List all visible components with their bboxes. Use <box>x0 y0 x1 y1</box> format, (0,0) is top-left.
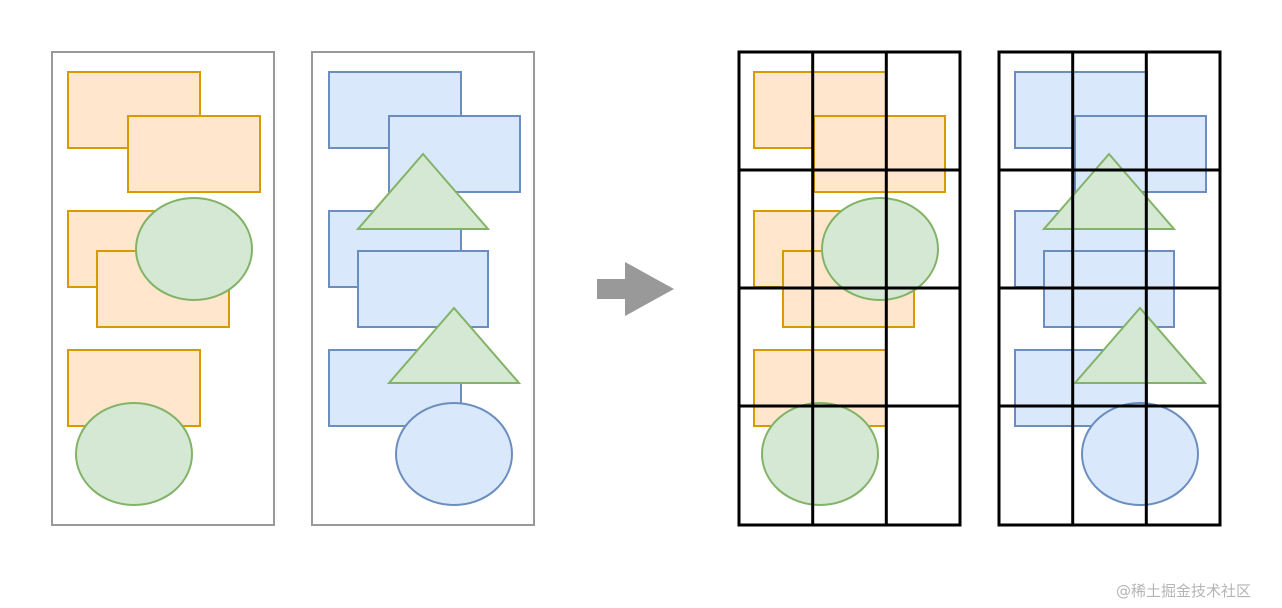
watermark: @稀土掘金技术社区 <box>1116 582 1252 600</box>
panel-orange-tiled <box>737 50 962 527</box>
tile-grid <box>737 50 962 527</box>
green-triangle <box>1041 152 1177 230</box>
green-ellipse <box>135 197 253 301</box>
orange-rectangle <box>127 115 261 193</box>
green-ellipse <box>75 402 193 506</box>
right-arrow-icon <box>597 262 674 316</box>
green-triangle <box>355 152 491 230</box>
blue-ellipse <box>395 402 513 506</box>
blue-rectangle <box>357 250 489 328</box>
green-triangle <box>386 306 522 384</box>
green-triangle <box>1072 306 1208 384</box>
orange-rectangle <box>813 115 946 193</box>
panel-blue-original <box>311 51 535 526</box>
orange-rectangle <box>753 349 887 427</box>
tile-grid <box>997 50 1222 527</box>
blue-ellipse <box>1081 402 1199 506</box>
panel-orange-original <box>51 51 275 526</box>
panel-blue-tiled <box>997 50 1222 527</box>
green-ellipse <box>821 197 939 301</box>
green-ellipse <box>761 402 879 506</box>
